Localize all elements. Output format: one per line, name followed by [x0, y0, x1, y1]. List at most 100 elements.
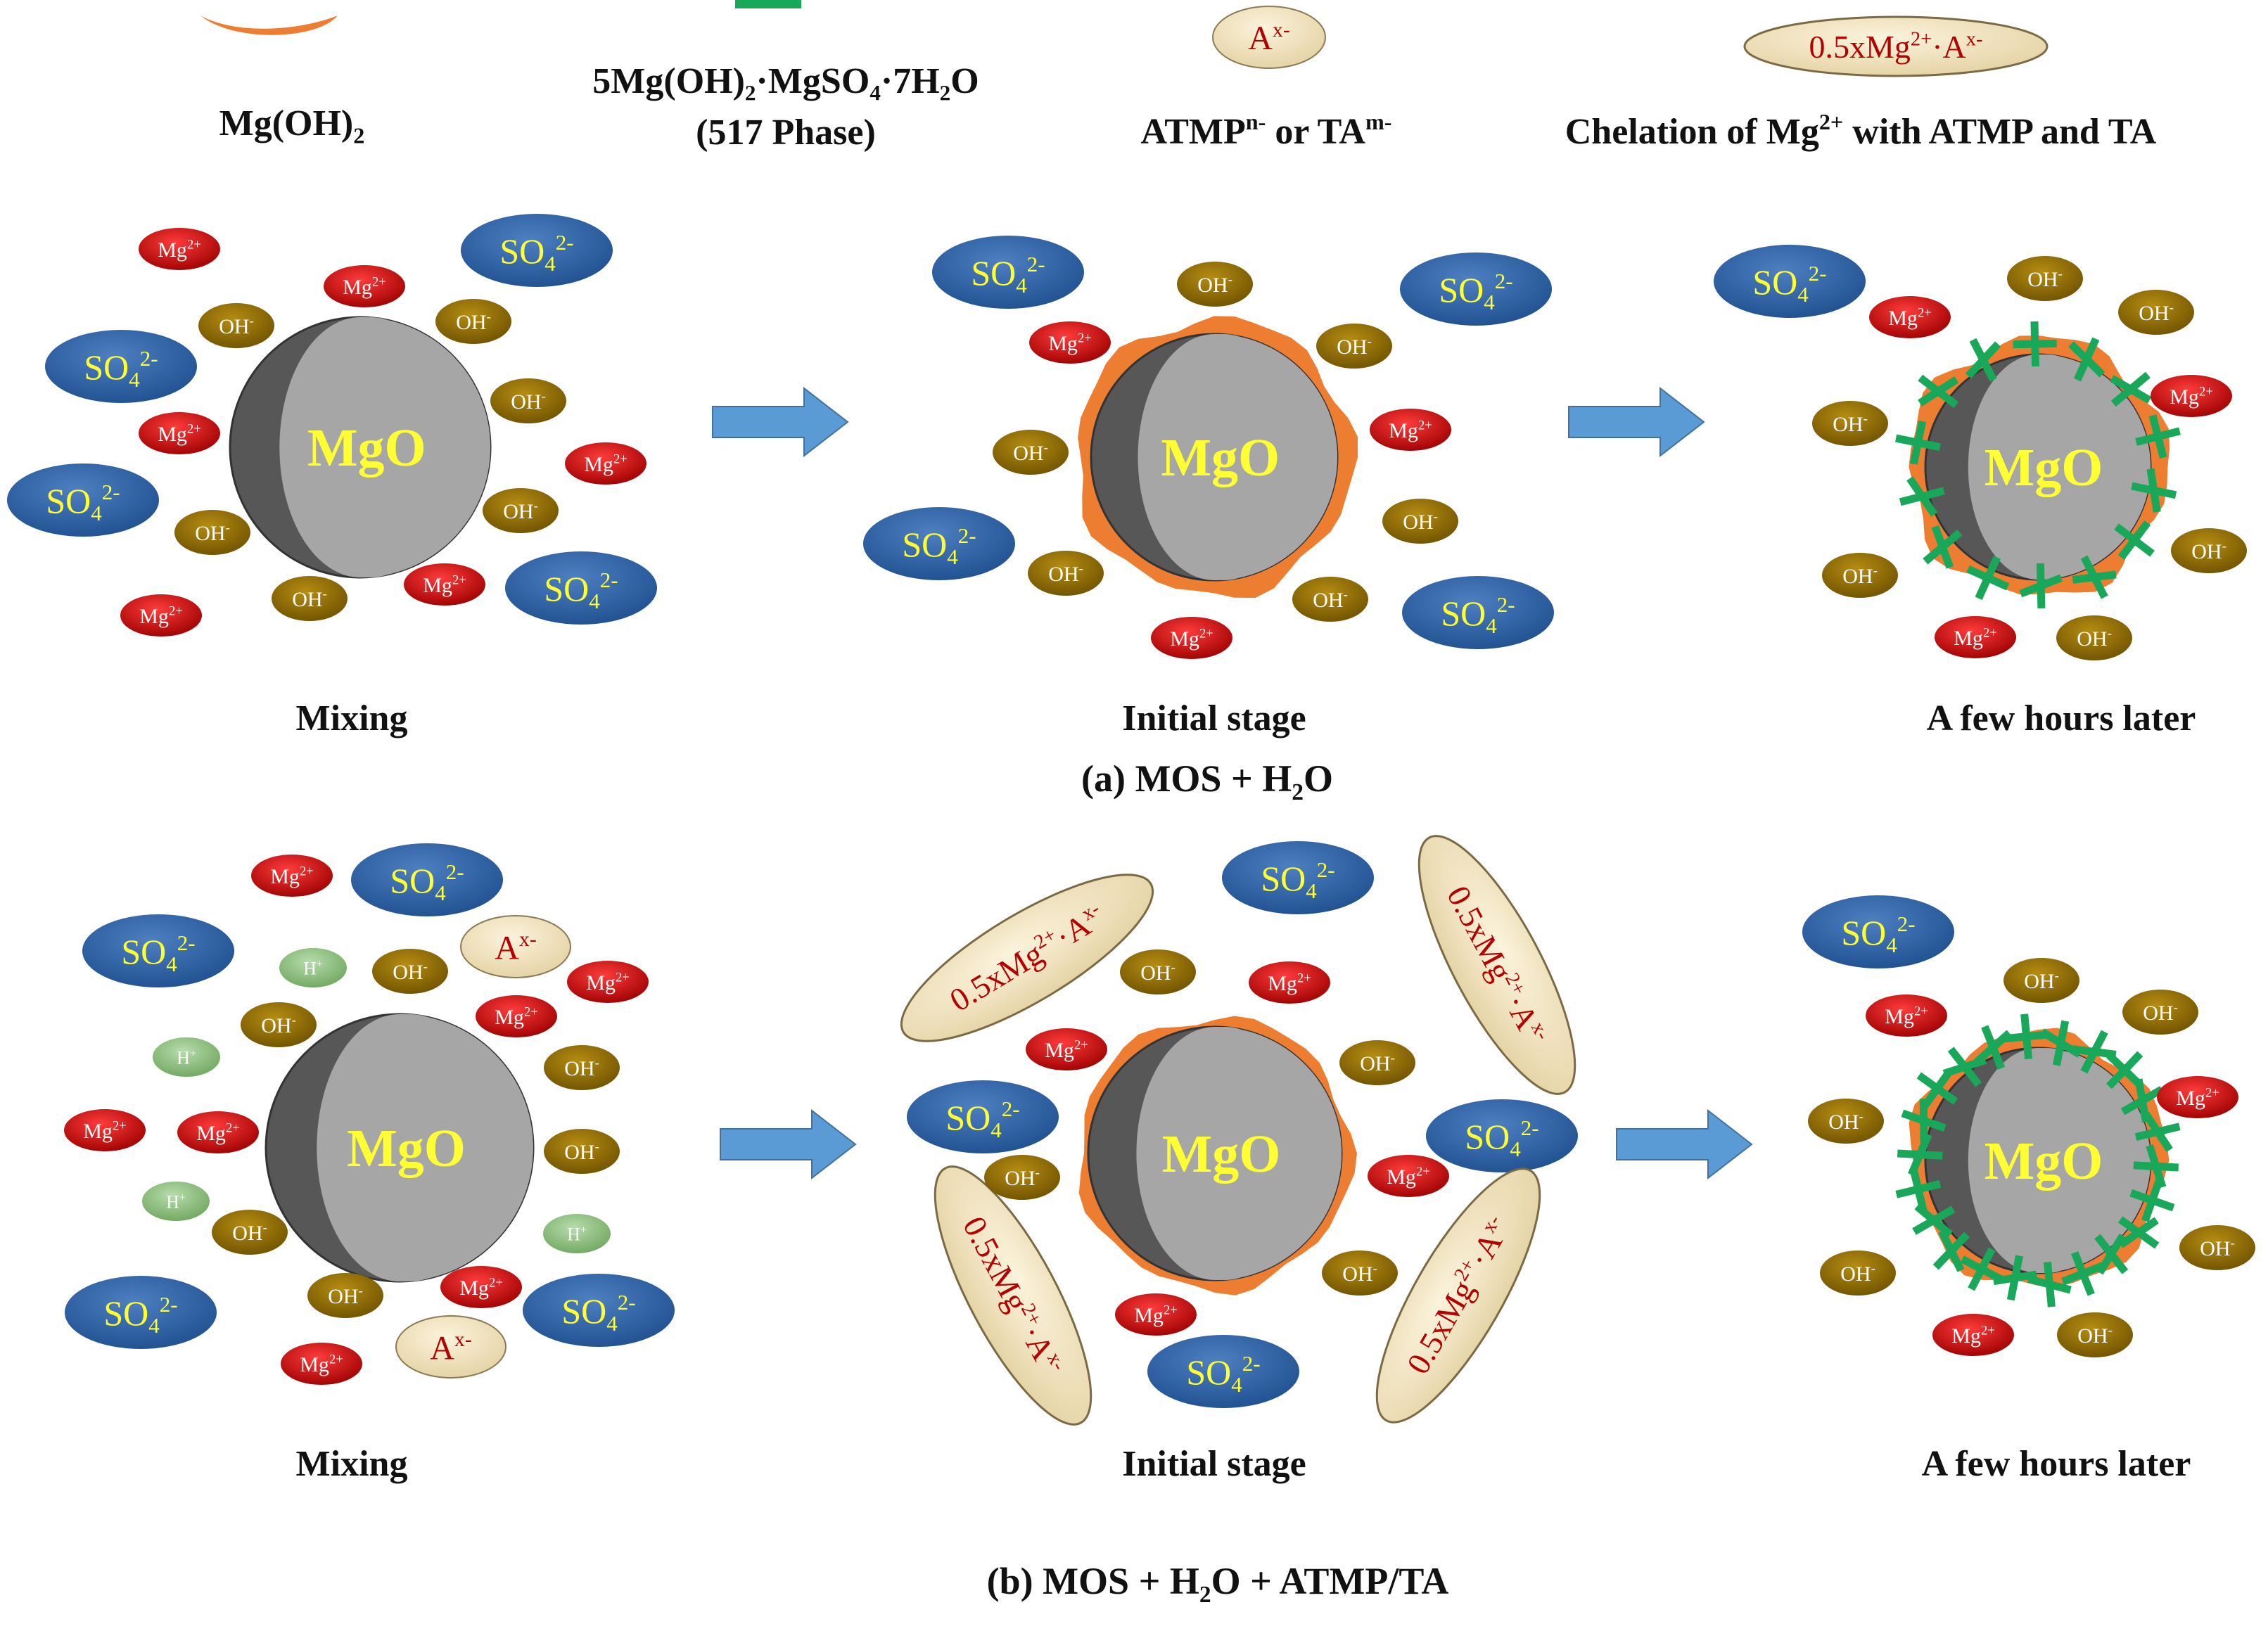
sulfate-ion: SO42-	[351, 843, 503, 916]
process-arrow	[712, 386, 849, 458]
process-arrow	[720, 1108, 857, 1180]
mgo-particle: MgO	[265, 1013, 535, 1283]
magnesium-ion-label: Mg2+	[1170, 626, 1213, 650]
sulfate-ion: SO42-	[1400, 252, 1552, 326]
magnesium-ion-label: Mg2+	[83, 1118, 126, 1142]
stage-label-later-a: A few hours later	[1927, 698, 2196, 738]
phase517-crystal	[1992, 1255, 2037, 1301]
magnesium-ion: Mg2+	[1026, 1028, 1107, 1070]
sulfate-ion: SO42-	[1426, 1099, 1578, 1172]
hydroxide-ion: OH-	[1812, 401, 1888, 446]
caption-b: (b) MOS + H2O + ATMP/TA	[987, 1560, 1449, 1608]
hydroxide-ion: OH-	[993, 430, 1069, 475]
mgo-label: MgO	[347, 1119, 466, 1178]
sulfate-ion: SO42-	[1714, 245, 1866, 318]
magnesium-ion-label: Mg2+	[343, 274, 386, 298]
phase517-crystal	[2019, 563, 2063, 609]
magnesium-ion: Mg2+	[440, 1266, 522, 1308]
magnesium-ion-label: Mg2+	[1134, 1303, 1177, 1326]
phase517-crystal	[2027, 1261, 2072, 1307]
sulfate-label: SO42-	[499, 230, 573, 276]
hydroxide-ion: OH-	[1808, 1099, 1884, 1144]
hydroxide-ion: OH-	[174, 510, 250, 555]
magnesium-ion: Mg2+	[139, 412, 220, 454]
magnesium-ion-label: Mg2+	[158, 421, 200, 445]
sulfate-label: SO42-	[902, 523, 976, 569]
hydroxide-ion: OH-	[1339, 1040, 1415, 1085]
phase517-crystal	[2131, 468, 2177, 513]
hydroxide-ion-label: OH-	[292, 587, 327, 610]
magnesium-ion: Mg2+	[1029, 321, 1111, 364]
anion-species: Ax-	[460, 915, 571, 978]
phase517-crystal	[1974, 1025, 2012, 1070]
hydroxide-ion-label: OH-	[456, 309, 491, 333]
hydroxide-ion: OH-	[2007, 256, 2083, 301]
sulfate-ion: SO42-	[1802, 895, 1954, 968]
magnesium-ion-label: Mg2+	[1268, 971, 1311, 994]
sulfate-label: SO42-	[121, 930, 195, 976]
anion-species: Ax-	[395, 1315, 507, 1379]
hydroxide-ion: OH-	[2057, 1312, 2133, 1357]
magnesium-ion: Mg2+	[324, 265, 405, 307]
hydroxide-ion: OH-	[2118, 290, 2194, 335]
sulfate-label: SO42-	[945, 1096, 1019, 1142]
sulfate-label: SO42-	[103, 1292, 177, 1338]
hydroxide-ion: OH-	[1120, 949, 1196, 994]
sulfate-ion: SO42-	[45, 330, 197, 403]
proton-ion-label: H+	[567, 1224, 587, 1244]
magnesium-ion-label: Mg2+	[459, 1275, 502, 1299]
magnesium-ion-label: Mg2+	[2170, 384, 2212, 408]
hydroxide-ion-label: OH-	[2200, 1236, 2235, 1260]
chelate-complex: 0.5xMg2+·Ax-	[900, 874, 1154, 1042]
hydroxide-ion: OH-	[1177, 262, 1253, 307]
sulfate-ion: SO42-	[1402, 576, 1554, 649]
hydroxide-ion: OH-	[435, 299, 511, 344]
magnesium-ion-label: Mg2+	[300, 1352, 343, 1376]
chelate-complex: 0.5xMg2+·Ax-	[1375, 1168, 1541, 1424]
magnesium-ion: Mg2+	[2151, 375, 2232, 417]
hydroxide-ion-label: OH-	[393, 959, 428, 983]
phase517-crystal	[2072, 1030, 2117, 1074]
hydroxide-ion-label: OH-	[261, 1013, 296, 1037]
hydroxide-ion: OH-	[2003, 958, 2079, 1003]
hydroxide-ion: OH-	[490, 378, 566, 423]
sulfate-label: SO42-	[84, 346, 158, 392]
magnesium-ion: Mg2+	[1869, 296, 1951, 338]
magnesium-ion-label: Mg2+	[1389, 418, 1432, 442]
hydroxide-ion-label: OH-	[195, 520, 230, 544]
phase517-legend-swatch	[735, 0, 801, 8]
sulfate-ion: SO42-	[461, 214, 613, 287]
hydroxide-ion-label: OH-	[1048, 561, 1083, 585]
mgo-particle: MgO	[229, 316, 492, 579]
anion-species-label: Ax-	[495, 928, 537, 966]
hydroxide-ion: OH-	[1316, 324, 1392, 369]
phase517-crystal	[1918, 374, 1959, 409]
mgo-label: MgO	[307, 418, 426, 478]
hydroxide-ion-label: OH-	[564, 1056, 599, 1080]
mgo-particle: MgO	[1895, 1013, 2181, 1307]
anion-legend-symbol: Ax-	[1248, 18, 1290, 57]
magnesium-ion-label: Mg2+	[495, 1004, 537, 1028]
chelate-complex: 0.5xMg2+·Ax-	[934, 1165, 1092, 1426]
hydroxide-ion: OH-	[2122, 990, 2198, 1035]
proton-ion: H+	[543, 1214, 611, 1253]
hydroxide-ion-label: OH-	[232, 1220, 267, 1244]
mgo-particle: MgO	[1078, 316, 1358, 598]
magnesium-ion: Mg2+	[177, 1111, 259, 1153]
hydroxide-ion-label: OH-	[564, 1139, 599, 1163]
magnesium-ion: Mg2+	[120, 594, 202, 637]
phase517-crystal	[2068, 337, 2105, 382]
hydroxide-ion: OH-	[1322, 1251, 1398, 1296]
sulfate-label: SO42-	[46, 480, 120, 525]
hydroxide-ion: OH-	[212, 1210, 288, 1255]
sulfate-label: SO42-	[544, 568, 618, 613]
chelation-legend-label: Chelation of Mg2+ with ATMP and TA	[1565, 109, 2157, 152]
hydroxide-ion-label: OH-	[1140, 960, 1176, 984]
sulfate-ion: SO42-	[932, 236, 1084, 309]
hydroxide-ion-label: OH-	[1828, 1109, 1864, 1133]
magnesium-ion-label: Mg2+	[270, 864, 313, 888]
magnesium-ion-label: Mg2+	[139, 603, 182, 627]
magnesium-ion-label: Mg2+	[1951, 1323, 1994, 1347]
sulfate-ion: SO42-	[82, 914, 234, 987]
